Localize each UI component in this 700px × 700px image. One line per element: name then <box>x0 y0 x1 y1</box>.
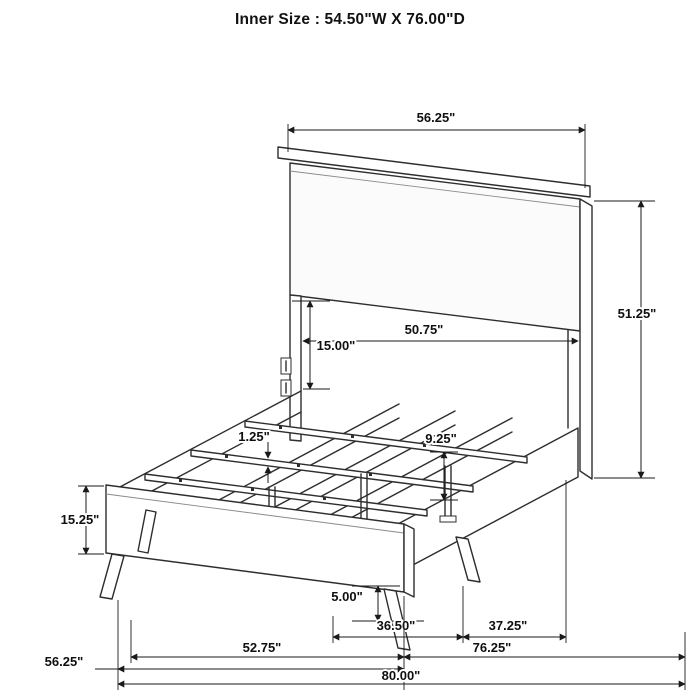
slat-back <box>244 420 528 464</box>
dim-label-floor-clearance: 5.00" <box>331 589 362 604</box>
rail-bracket-hardware <box>280 357 292 397</box>
diagram-title: Inner Size : 54.50"W X 76.00"D <box>234 11 466 28</box>
footboard-right-end <box>403 523 415 598</box>
dim-headboard-inner-width: 50.75" <box>302 320 579 345</box>
dim-label-leg-span-front: 36.50" <box>377 618 416 633</box>
left-rail-top-edge <box>117 390 302 489</box>
dim-panel-to-rail-gap: 15.00" <box>292 300 357 390</box>
dim-footboard-height: 15.25" <box>59 485 104 555</box>
headboard-panel-shadow-line <box>289 170 581 208</box>
dim-label-overall-length: 80.00" <box>382 668 421 683</box>
dim-overall-length: 80.00" <box>117 666 686 688</box>
slat-front <box>144 473 428 517</box>
dim-label-panel-to-rail-gap: 15.00" <box>317 338 356 353</box>
footboard-front-left-leg <box>99 553 125 600</box>
dim-leg-span-front: 36.50" <box>332 586 464 643</box>
dim-label-rail-height: 9.25" <box>425 431 456 446</box>
left-rail-mid-leg <box>137 509 157 554</box>
dim-label-headboard-height: 51.25" <box>618 306 657 321</box>
dim-headboard-height: 51.25" <box>594 200 658 479</box>
dim-label-footboard-inner-width: 52.75" <box>243 640 282 655</box>
dim-headboard-width: 56.25" <box>287 108 586 188</box>
headboard-right-leg <box>579 198 593 480</box>
headboard <box>277 146 593 480</box>
dim-label-frame-length: 76.25" <box>473 640 512 655</box>
headboard-left-leg <box>289 294 302 442</box>
dim-bottom-group: 52.75" 76.25" 56.25" 80.00" <box>43 596 686 690</box>
right-rail-mid-leg <box>455 536 481 583</box>
slat-middle <box>190 449 474 493</box>
dim-slat-thickness: 1.25" <box>236 427 272 483</box>
dim-floor-clearance: 5.00" <box>329 585 424 622</box>
dim-label-headboard-width: 56.25" <box>417 110 456 125</box>
dim-label-headboard-inner-width: 50.75" <box>405 322 444 337</box>
footboard-top-band <box>105 493 405 534</box>
dim-frame-length: 76.25" <box>403 638 686 661</box>
dim-footboard-inner-width: 52.75" <box>130 638 405 661</box>
dim-label-leg-span-rear: 37.25" <box>489 618 528 633</box>
dim-leg-span-rear: 37.25" <box>462 480 567 643</box>
slat-screws <box>179 426 426 500</box>
dim-label-footboard-width: 56.25" <box>45 654 84 669</box>
dim-label-footboard-height: 15.25" <box>61 512 100 527</box>
dim-label-slat-thickness: 1.25" <box>238 429 269 444</box>
dim-footboard-width: 56.25" <box>43 652 405 673</box>
headboard-cap <box>277 146 591 198</box>
dim-rail-height: 9.25" <box>423 429 459 501</box>
